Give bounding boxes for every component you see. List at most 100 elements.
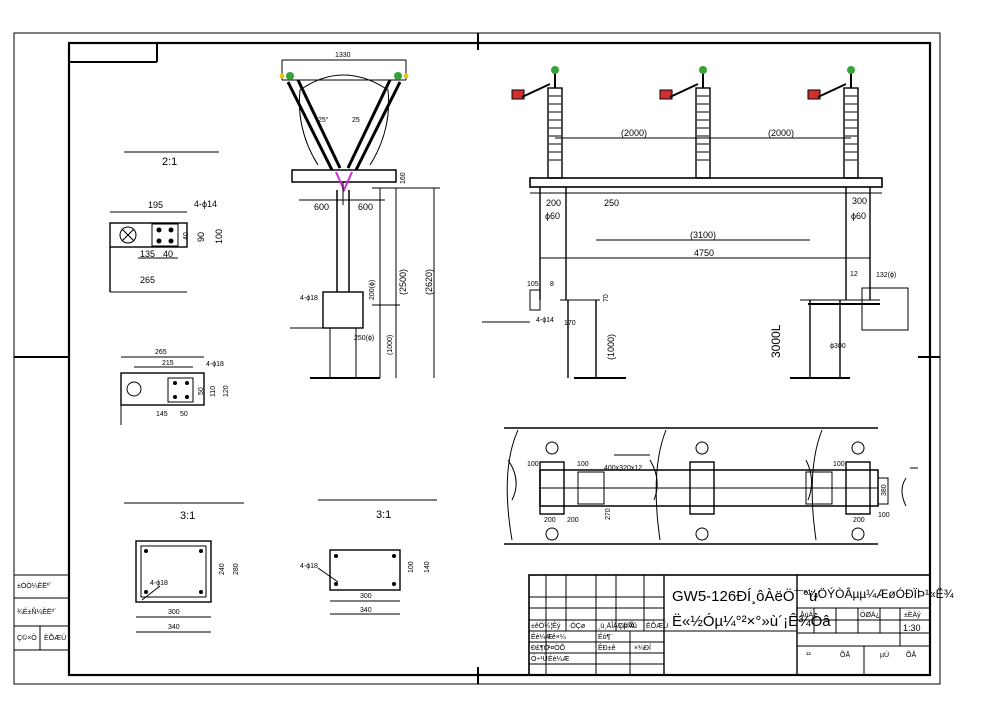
tb-r3-2: ¹² <box>806 652 811 659</box>
front-d300: 300 <box>852 196 867 206</box>
tb-hdr-2: ·ÖÇø <box>568 622 586 630</box>
front-d4750: 4750 <box>694 248 714 258</box>
scale-labels: 2:1 3:1 3:1 <box>124 151 437 522</box>
plate2-holes: 4-ϕ18 <box>206 361 224 368</box>
plate1-w4: 265 <box>140 275 155 285</box>
tb-r3-1: Éè¼Æ <box>548 654 569 663</box>
plate2-w-mid: 215 <box>162 360 174 367</box>
plate3-h2: 280 <box>233 563 240 575</box>
scale-label-3-1-b: 3:1 <box>376 509 391 521</box>
front-d105: 105 <box>527 281 539 288</box>
plate3-holes: 4-ϕ18 <box>150 580 168 587</box>
side-bolts: 4-ϕ18 <box>300 295 318 302</box>
tb-hdr-4: Ç©Ãû <box>618 621 637 630</box>
front-phi300: ϕ300 <box>830 343 846 350</box>
plate2-w-top: 265 <box>155 349 167 356</box>
plate4-holes: 4-ϕ18 <box>300 563 318 570</box>
plate-detail-3: 4-ϕ18 300 340 240 280 <box>135 540 240 633</box>
plate4-h2: 140 <box>424 561 431 573</box>
plate3-w1: 300 <box>168 609 180 616</box>
insulator-2 <box>659 66 711 179</box>
plan-d100b: 100 <box>577 461 589 468</box>
plan-d200b: 200 <box>567 517 579 524</box>
tb-r1-5: ±ÈÀý <box>904 610 921 619</box>
side-angle-left: 25° <box>318 116 329 124</box>
front-d250: 250 <box>604 198 619 208</box>
plate1-w2: 135 <box>140 249 155 259</box>
tb-r1-3: ÅúÁ¿ <box>800 610 818 619</box>
tb-r1-4: ÖØÁ¿ <box>860 610 880 619</box>
scale-label-3-1-a: 3:1 <box>180 510 195 522</box>
plate4-h1: 100 <box>408 561 415 573</box>
side-d5: (1000) <box>387 335 394 355</box>
side-d4: 250(ϕ) <box>354 335 374 342</box>
plate3-w2: 340 <box>168 624 180 631</box>
front-phi60-left: ϕ60 <box>545 211 560 221</box>
plate1-holes: 4-ϕ14 <box>194 199 217 209</box>
left-sign-table: ±ÓÒ¼ÈËº´ ¾É±Ñ¼ÈËº´ Ç©×Ö ÈÕÆÚ <box>14 574 69 651</box>
front-phi60-right: ϕ60 <box>851 211 866 221</box>
front-d8: 8 <box>550 281 554 288</box>
side-view: 1330 25° 25 600 600 160 4-ϕ18 200(ϕ) <box>279 52 440 379</box>
side-d1: 200(ϕ) <box>369 280 376 300</box>
side-d3: (2620) <box>424 269 434 295</box>
front-bolt: 4-ϕ14 <box>536 317 554 324</box>
plate2-w-bot: 145 <box>156 411 168 418</box>
plate3-h1: 240 <box>219 563 226 575</box>
title-block: GW5-126ÐÍ¸ôÀëÖ¯°ü´ Ë«½Óµ¼°²×°»ù´¡Ê¾Òâ °¼… <box>528 574 955 676</box>
front-view: (2000) (2000) (3100) 4750 200 250 ϕ60 30… <box>482 66 909 379</box>
tb-r2-3: ×¼ÐÍ <box>634 643 651 652</box>
front-d70: 70 <box>603 294 610 302</box>
title-scale: 1:30 <box>903 623 921 633</box>
left-table-date: ÈÕÆÚ <box>44 633 66 642</box>
plate4-w2: 340 <box>360 607 372 614</box>
sheet-frame <box>13 32 941 685</box>
front-d170: 170 <box>564 320 576 327</box>
plate2-h1: 50 <box>198 387 205 395</box>
front-d12: 12 <box>850 271 858 278</box>
plan-view: 100 100 400x320x12 200 200 270 100 200 3… <box>504 427 918 545</box>
front-d3000: 3000L <box>769 324 783 358</box>
tb-r2-2: ÊÐ±ê <box>598 643 616 652</box>
tb-r3-5: ÕÅ <box>906 650 916 659</box>
insulator-3 <box>807 66 859 179</box>
side-d2: (2500) <box>398 269 408 295</box>
plan-d100c: 100 <box>833 461 845 468</box>
plate-detail-4: 4-ϕ18 300 340 100 140 <box>300 549 431 615</box>
plan-d200a: 200 <box>544 517 556 524</box>
insulator-1 <box>511 66 563 179</box>
plate-detail-1: 195 4-ϕ14 135 40 265 40 90 100 <box>109 199 224 293</box>
tb-r2-0: Ð£¶Ô <box>531 643 550 652</box>
front-d3100: (3100) <box>690 230 716 240</box>
side-angle-right: 25 <box>352 117 360 124</box>
front-span-1: (2000) <box>621 128 647 138</box>
title-line-2: Ë«½Óµ¼°²×°»ù´¡Ê¾Òâ <box>672 613 831 630</box>
plate4-w1: 300 <box>360 593 372 600</box>
title-line-1: GW5-126ÐÍ¸ôÀëÖ¯°ü´ <box>672 587 822 605</box>
plan-d100a: 100 <box>527 461 539 468</box>
tb-hdr-3: ¸ü¸ÄÎÄ¼þºÅ <box>598 621 635 630</box>
plate1-h1: 40 <box>183 232 190 240</box>
plan-d380: 380 <box>881 484 888 496</box>
plan-d200c: 200 <box>853 517 865 524</box>
scale-label-2-1: 2:1 <box>162 156 177 168</box>
plate2-w-bot2: 50 <box>180 411 188 418</box>
left-table-sign: Ç©×Ö <box>17 634 37 642</box>
front-d200: 200 <box>546 198 561 208</box>
side-top-width: 1330 <box>335 52 351 59</box>
tb-hdr-5: ÈÕÆÚ <box>646 621 668 630</box>
plate2-h3: 120 <box>223 385 230 397</box>
tb-r3-3: ÕÅ <box>840 650 850 659</box>
front-d132: 132(ϕ) <box>876 272 896 279</box>
tb-r1-2: Éó¶¨ <box>598 632 613 641</box>
left-table-row1: ±ÓÒ¼ÈËº´ <box>17 581 52 590</box>
plan-plate: 400x320x12 <box>604 465 642 472</box>
plate1-w1: 195 <box>148 200 163 210</box>
front-span-2: (2000) <box>768 128 794 138</box>
tb-r3-4: µÚ <box>880 650 889 659</box>
side-base-left: 600 <box>314 202 329 212</box>
plate1-h3: 100 <box>214 229 224 244</box>
side-base-right: 600 <box>358 202 373 212</box>
plan-d100d: 100 <box>878 512 890 519</box>
